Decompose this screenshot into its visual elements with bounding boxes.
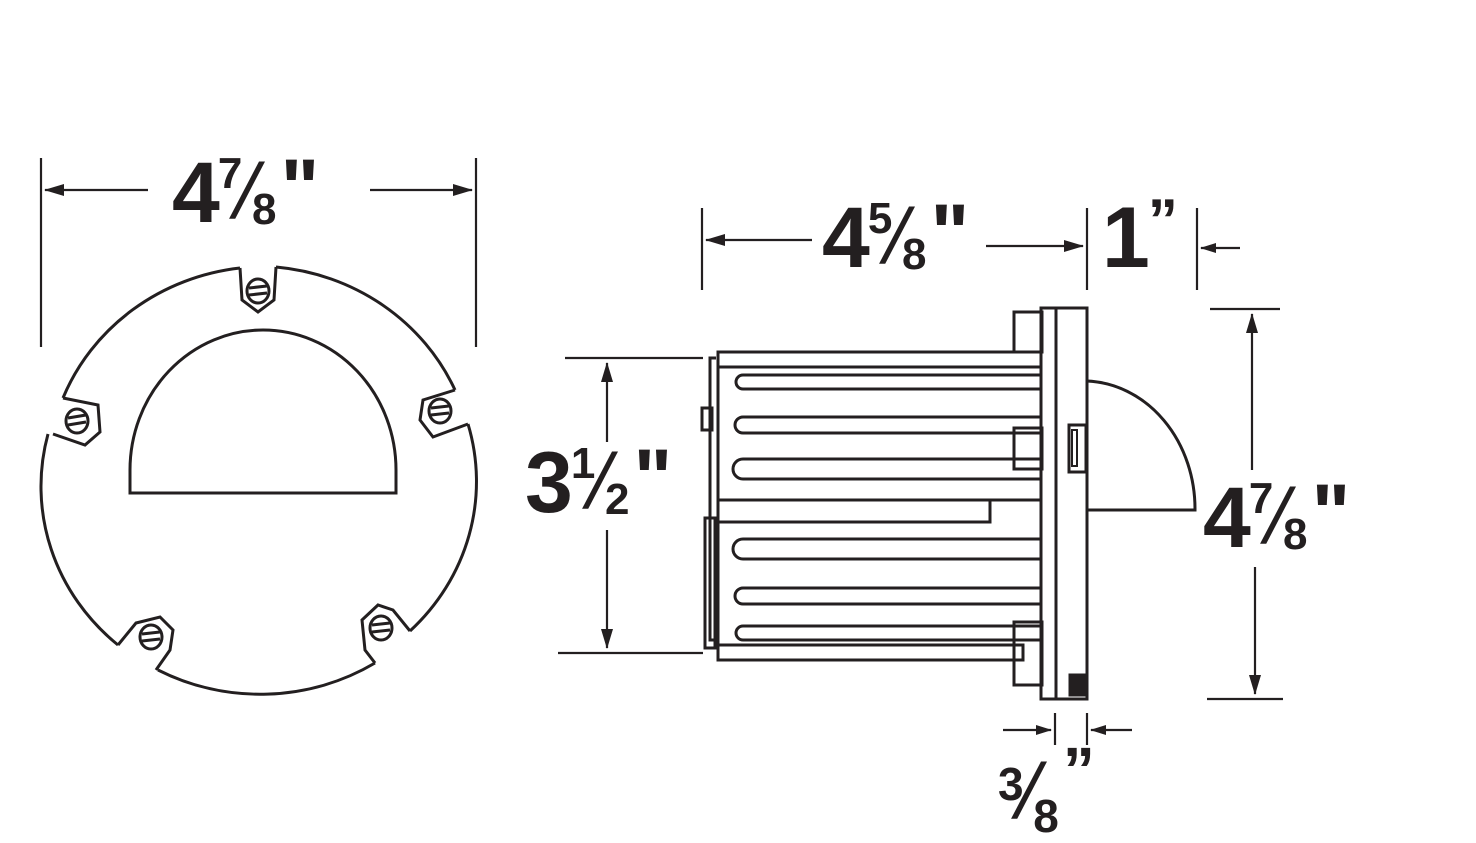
thickness-dimension [1003,713,1132,745]
housing-height-label: 31/2" [525,433,673,531]
screw-tab-bottom-left [116,615,175,671]
depth-dimension [700,208,1240,290]
louver-hood-side [1086,379,1197,512]
projection-depth-label: 1” [1102,187,1178,286]
screw-tab-bottom-right [360,603,412,664]
screw-tab-top [238,266,278,314]
faceplate-side [1039,306,1089,701]
screw-tab-right [418,388,469,439]
faceplate-outline [39,265,478,696]
half-round-opening [128,328,398,495]
screw-tab-left [52,396,102,447]
front-width-label: 47/8" [172,143,320,241]
housing-height-dimension [558,356,703,655]
housing-fins [731,373,1041,642]
housing-body [700,350,1043,662]
housing-depth-label: 45/8" [822,188,970,286]
faceplate-height-label: 47/8" [1203,468,1351,566]
faceplate-height-dimension [1207,307,1283,701]
faceplate-thickness-label: 3/8” [998,734,1095,842]
front-width-dimension [39,158,478,347]
